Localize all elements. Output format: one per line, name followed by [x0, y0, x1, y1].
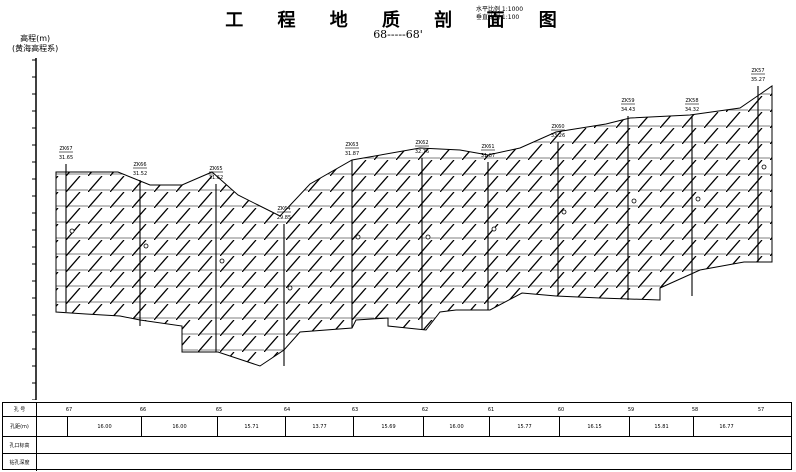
borehole-id: ZK66: [133, 162, 146, 168]
distance-cell: 15.71: [217, 417, 285, 436]
hole-number-cell: 62: [421, 406, 429, 413]
borehole-id: ZK58: [685, 98, 698, 104]
row-label: 钻孔深度: [3, 454, 37, 471]
sample-marker: [69, 228, 75, 234]
y-axis-label-line1: 高程(m): [20, 34, 51, 43]
borehole-id: ZK57: [751, 68, 764, 74]
borehole-id: ZK67: [59, 146, 72, 152]
y-axis-label: 高程(m) (黄海高程系): [12, 34, 58, 54]
borehole-elevation: 31.65: [59, 155, 73, 161]
borehole-ZK65: ZK65 31.62: [209, 166, 225, 352]
borehole-elevation: 33.26: [551, 133, 565, 139]
sample-marker: [761, 164, 767, 170]
borehole-ZK64: ZK64 29.85: [277, 206, 293, 366]
row-label: 孔口标高: [3, 437, 37, 453]
distance-cell: 16.00: [67, 417, 141, 436]
table-row-elevation: 孔口标高: [3, 437, 791, 454]
sample-marker: [143, 243, 149, 249]
sample-marker: [355, 234, 361, 240]
section-label: 68-----68': [373, 28, 423, 41]
table-row-hole: 孔 号 67 66 65 64 63 62 61 60 59 58 57: [3, 403, 791, 417]
hole-number-cell: 59: [627, 406, 635, 413]
row-label: 孔距(m): [3, 417, 37, 436]
sample-marker: [425, 234, 431, 240]
hole-number-cell: 58: [691, 406, 699, 413]
borehole-ZK67: ZK67 31.65: [59, 146, 75, 312]
borehole-id: ZK65: [209, 166, 222, 172]
borehole-elevation: 31.52: [133, 171, 147, 177]
borehole-id: ZK63: [345, 142, 358, 148]
horizontal-scale: 水平比例 1:1000: [476, 6, 524, 13]
hole-number-cell: 57: [757, 406, 765, 413]
hole-number-cell: 61: [487, 406, 495, 413]
scale-note: 水平比例 1:1000 垂直比例 1:100: [476, 6, 523, 22]
borehole-elevation: 34.32: [685, 107, 699, 113]
distance-cell: 15.81: [629, 417, 693, 436]
borehole-elevation: 29.85: [277, 215, 291, 221]
borehole-id: ZK60: [551, 124, 564, 130]
borehole-elevation: 35.27: [751, 77, 765, 83]
borehole-id: ZK64: [277, 206, 290, 212]
distance-cell: 16.00: [141, 417, 217, 436]
borehole-ZK57: ZK57 35.27: [751, 68, 767, 262]
hole-number-cell: 63: [351, 406, 359, 413]
distance-cell: 13.77: [285, 417, 353, 436]
borehole-elevation: 31.87: [481, 153, 495, 159]
hole-number-cell: 66: [139, 406, 147, 413]
y-axis-label-line2: (黄海高程系): [12, 44, 59, 53]
distance-cell: 16.77: [693, 417, 759, 436]
borehole-ZK61: ZK61 31.87: [481, 144, 497, 310]
vertical-scale: 垂直比例 1:100: [476, 14, 520, 21]
borehole-ZK62: ZK62 32.76: [415, 140, 431, 330]
hole-number-cell: 64: [283, 406, 291, 413]
borehole-elevation: 34.43: [621, 107, 635, 113]
sample-marker: [561, 209, 567, 215]
distance-cell: 15.77: [489, 417, 559, 436]
borehole-id: ZK59: [621, 98, 634, 104]
row-label: 孔 号: [3, 403, 37, 416]
hole-number-cell: 60: [557, 406, 565, 413]
hole-number-cell: 65: [215, 406, 223, 413]
borehole-ZK63: ZK63 31.87: [345, 142, 361, 328]
borehole-ZK66: ZK66 31.52: [133, 162, 149, 326]
borehole-elevation: 31.62: [209, 175, 223, 181]
sample-marker: [695, 196, 701, 202]
sample-marker: [631, 198, 637, 204]
stratum-body: [55, 85, 773, 367]
borehole-elevation: 31.87: [345, 151, 359, 157]
sample-marker: [287, 285, 293, 291]
borehole-id: ZK61: [481, 144, 494, 150]
sample-marker: [219, 258, 225, 264]
page-title: 工 程 地 质 剖 面 图: [225, 10, 571, 31]
borehole-elevation: 32.76: [415, 149, 429, 155]
elevation-axis: [32, 58, 37, 400]
borehole-ZK58: ZK58 34.32: [685, 98, 701, 296]
borehole-ZK59: ZK59 34.43: [621, 98, 637, 300]
distance-cell: 16.15: [559, 417, 629, 436]
borehole-ZK60: ZK60 33.26: [551, 124, 567, 296]
distance-cell: 16.00: [423, 417, 489, 436]
hole-number-cell: 67: [65, 406, 73, 413]
borehole-id: ZK62: [415, 140, 428, 146]
distance-cell: 15.69: [353, 417, 423, 436]
table-row-depth: 钻孔深度: [3, 454, 791, 471]
sample-marker: [491, 226, 497, 232]
